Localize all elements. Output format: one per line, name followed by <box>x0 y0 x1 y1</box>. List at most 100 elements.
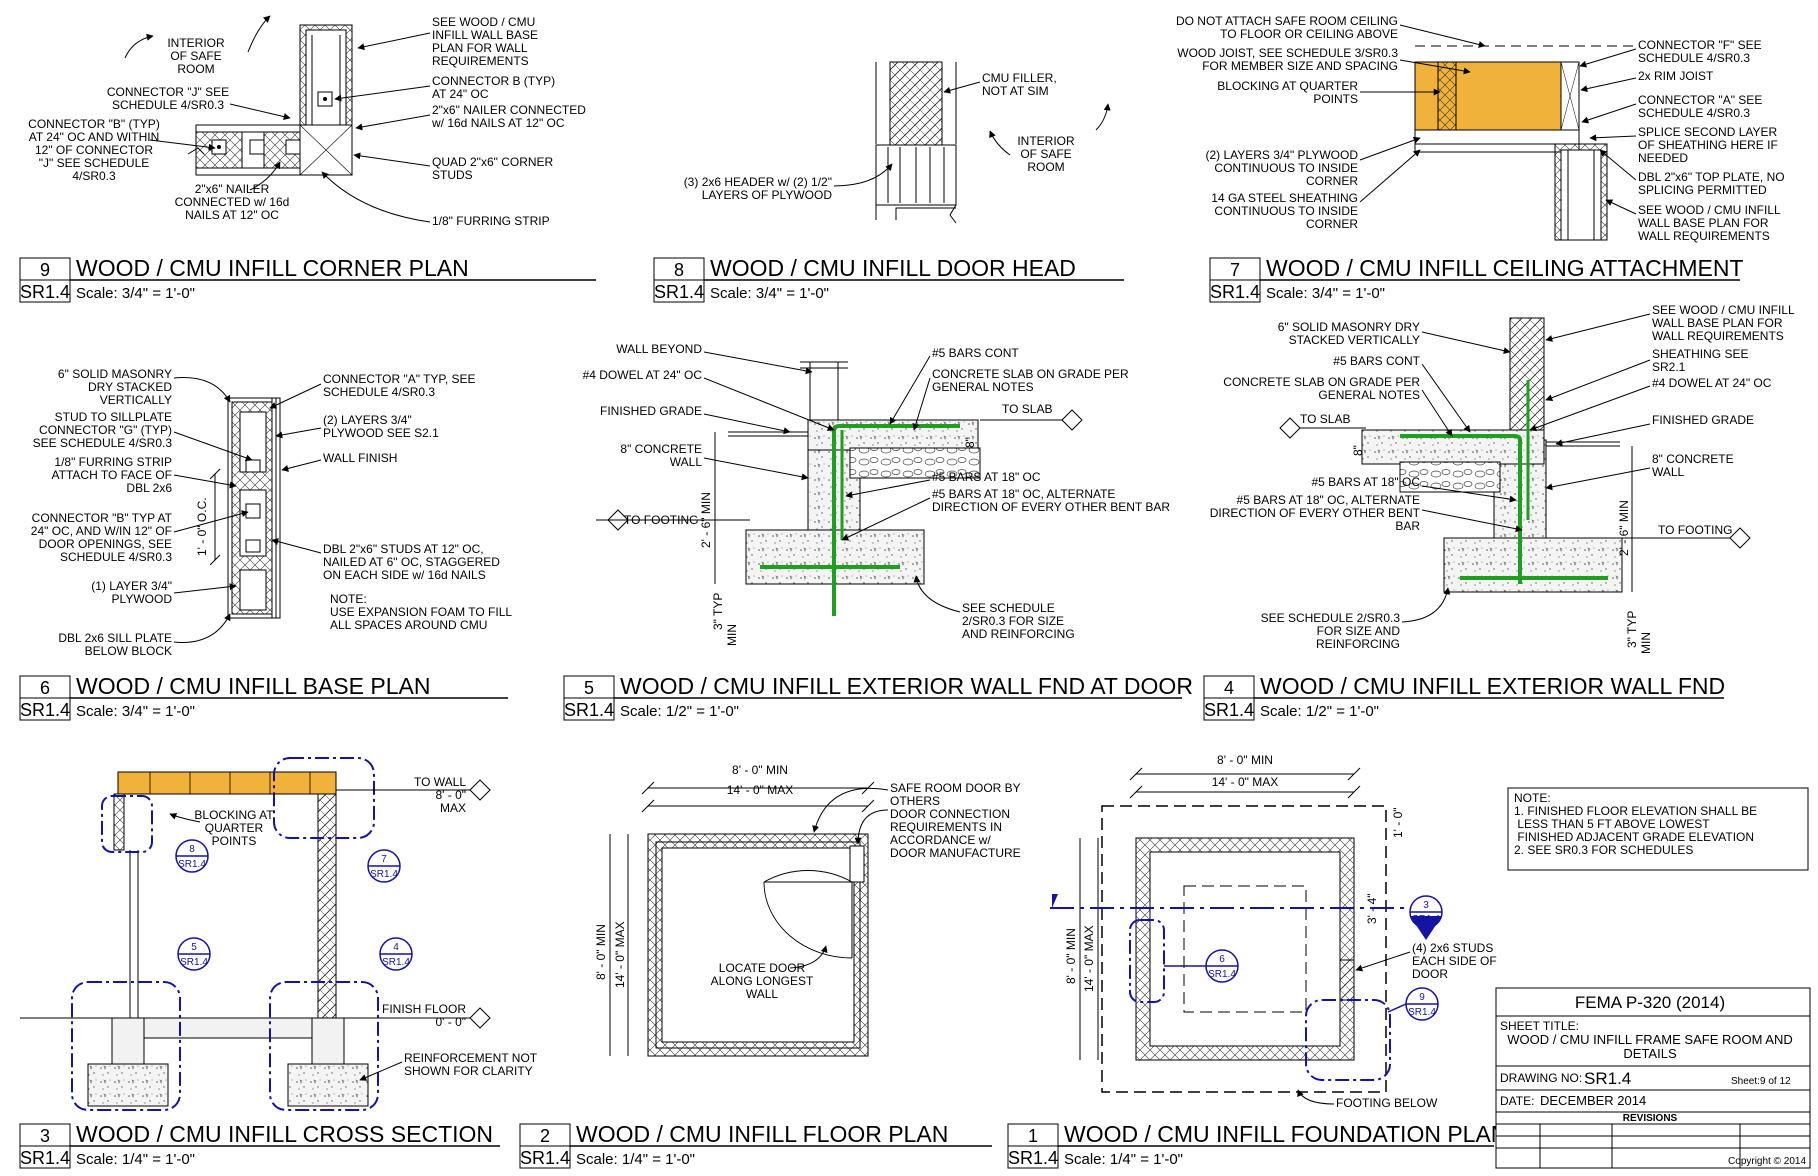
text-line: 1/8" FURRING STRIP <box>432 214 550 228</box>
text-line: WALL <box>746 987 779 1001</box>
text-line: "J" SEE SCHEDULE <box>39 156 150 170</box>
detail-sheet-ref: SR1.4 <box>654 282 704 302</box>
detail-scale: Scale: 1/4" = 1'-0" <box>76 1151 195 1168</box>
detail-sheet-ref: SR1.4 <box>1204 700 1254 720</box>
text-line: LESS THAN 5 FT ABOVE LOWEST <box>1514 817 1710 831</box>
text-line: #5 BARS CONT <box>1333 354 1420 368</box>
text-line: ON EACH SIDE w/ 16d NAILS <box>323 568 486 582</box>
detail-scale: Scale: 1/4" = 1'-0" <box>576 1151 695 1168</box>
d4-callout-b: #5 BARS CONT <box>1333 354 1420 368</box>
d3-tag-8[interactable]: 8 SR1.4 <box>175 839 209 873</box>
d4-callout-k: FINISHED GRADE <box>1652 413 1754 427</box>
detail-number: 3 <box>40 1126 50 1146</box>
detail-number: 9 <box>40 260 50 280</box>
text-line: BAR <box>1395 519 1420 533</box>
text-line: WOOD JOIST, SEE SCHEDULE 3/SR0.3 <box>1177 46 1398 60</box>
detail-sheet-ref: SR1.4 <box>1008 1148 1058 1168</box>
text-line: ATTACH TO FACE OF <box>52 468 172 482</box>
text-line: 2x RIM JOIST <box>1638 69 1714 83</box>
d1-tag-3[interactable]: 3 SR1.4 <box>1409 895 1443 940</box>
text-line: 6" SOLID MASONRY <box>58 367 172 381</box>
text-line: OTHERS <box>890 794 940 808</box>
d5-callout-c: FINISHED GRADE <box>600 404 702 418</box>
tb-sheet-label: Sheet: <box>1731 1076 1760 1087</box>
detail-title: WOOD / CMU INFILL FLOOR PLAN <box>576 1121 948 1147</box>
svg-text:5: 5 <box>191 942 197 953</box>
tb-date-label: DATE: <box>1500 1094 1534 1108</box>
text-line: SHOWN FOR CLARITY <box>404 1064 533 1078</box>
svg-text:SR1.4: SR1.4 <box>178 859 206 870</box>
d8-callout-a: CMU FILLER,NOT AT SIM <box>982 71 1057 98</box>
title-block: FEMA P-320 (2014) SHEET TITLE: WOOD / CM… <box>1495 987 1811 1169</box>
svg-text:SR1.4: SR1.4 <box>1412 914 1440 925</box>
text-line: #5 BARS CONT <box>932 346 1019 360</box>
text-line: 2"x6" NAILER CONNECTED <box>432 103 586 117</box>
text-line: INTERIOR <box>167 36 225 50</box>
detail-number: 7 <box>1230 260 1240 280</box>
text-line: ACCORDANCE w/ <box>890 833 991 847</box>
d4-dim-slab: 8" <box>1351 445 1365 456</box>
text-line: CONNECTOR "G" (TYP) <box>39 423 172 437</box>
text-line: ROOM <box>1027 160 1064 174</box>
text-line: USE EXPANSION FOAM TO FILL <box>330 605 512 619</box>
d3-tag-5[interactable]: 5 SR1.4 <box>177 937 211 971</box>
text-line: DIRECTION OF EVERY OTHER BENT BAR <box>932 500 1170 514</box>
d1-dim-c: 8' - 0" MIN <box>1064 928 1078 984</box>
text-line: NOTE: <box>330 592 367 606</box>
text-line: TO WALL <box>414 775 466 789</box>
text-line: 24" OC, AND W/IN 12" OF <box>31 524 172 538</box>
d5-callout-f: #5 BARS CONT <box>932 346 1019 360</box>
text-line: CONNECTED w/ 16d <box>175 195 290 209</box>
d1-tag-9[interactable]: 9 SR1.4 <box>1405 987 1439 1021</box>
d4-dim-wall: 2' - 6" MIN <box>1617 500 1631 556</box>
d3-tag-7[interactable]: 7 SR1.4 <box>367 849 401 883</box>
svg-text:3: 3 <box>1423 900 1429 911</box>
detail-5-fnd-at-door: WALL BEYOND #4 DOWEL AT 24" OC FINISHED … <box>583 342 1171 646</box>
text-line: NEEDED <box>1638 151 1688 165</box>
svg-text:6: 6 <box>1219 954 1225 965</box>
d6-callout-i: WALL FINISH <box>323 451 397 465</box>
svg-text:SR1.4: SR1.4 <box>1208 969 1236 980</box>
d9-callout-i: 1/8" FURRING STRIP <box>432 214 550 228</box>
tb-project: FEMA P-320 (2014) <box>1575 993 1725 1012</box>
d2-dim-a: 8' - 0" MIN <box>732 763 788 777</box>
text-line: CONNECTOR "B" TYP AT <box>32 511 173 525</box>
detail-title: WOOD / CMU INFILL EXTERIOR WALL FND AT D… <box>620 673 1193 699</box>
text-line: 2"x6" NAILER <box>195 182 270 196</box>
text-line: 8' - 0" MIN <box>732 763 788 777</box>
text-line: BLOCKING AT QUARTER <box>1217 79 1358 93</box>
text-line: CONTINUOUS TO INSIDE <box>1214 204 1358 218</box>
d1-tag-6[interactable]: 6 SR1.4 <box>1205 949 1239 983</box>
text-line: ALL SPACES AROUND CMU <box>330 618 487 632</box>
text-line: DBL 2"x6" TOP PLATE, NO <box>1638 170 1785 184</box>
text-line: 8' - 0" <box>435 788 466 802</box>
text-line: #4 DOWEL AT 24" OC <box>1652 376 1772 390</box>
d5-dim-slab: 8" <box>963 437 977 448</box>
text-line: 8' - 0" MIN <box>1217 753 1273 767</box>
d3-tag-4[interactable]: 4 SR1.4 <box>379 937 413 971</box>
text-line: QUAD 2"x6" CORNER <box>432 155 554 169</box>
text-line: (3) 2x6 HEADER w/ (2) 1/2" <box>684 175 832 189</box>
text-line: #5 BARS AT 18" OC, ALTERNATE <box>932 487 1115 501</box>
detail-title: WOOD / CMU INFILL BASE PLAN <box>76 673 430 699</box>
text-line: 14 GA STEEL SHEATHING <box>1211 191 1358 205</box>
d1-callout-h: FOOTING BELOW <box>1336 1096 1438 1110</box>
text-line: TO FOOTING <box>1658 523 1732 537</box>
d5-callout-h: TO SLAB <box>1002 402 1052 416</box>
